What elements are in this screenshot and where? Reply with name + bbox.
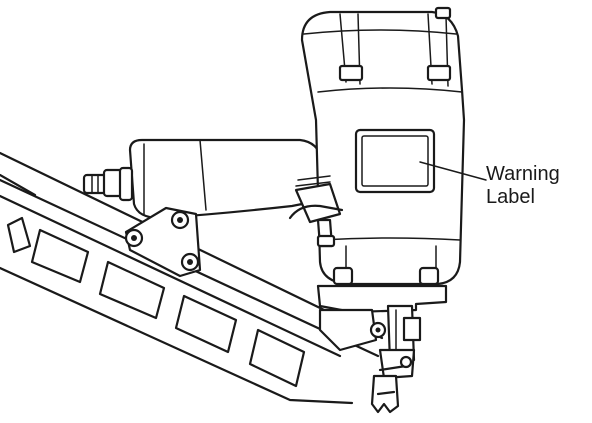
callout-leader-line [419,161,487,181]
trigger-assembly [288,175,344,248]
nose-assembly [316,284,448,414]
callout-line-2: Label [486,186,535,208]
magazine-bracket [124,206,202,278]
callout-line-1: Warning [486,163,560,185]
air-fitting [82,166,134,202]
handle [128,138,324,220]
magazine-slots [6,216,306,388]
nail-magazine [0,151,384,405]
warning-label-plate [354,128,436,194]
warning-label-callout: Warning Label [486,163,560,209]
